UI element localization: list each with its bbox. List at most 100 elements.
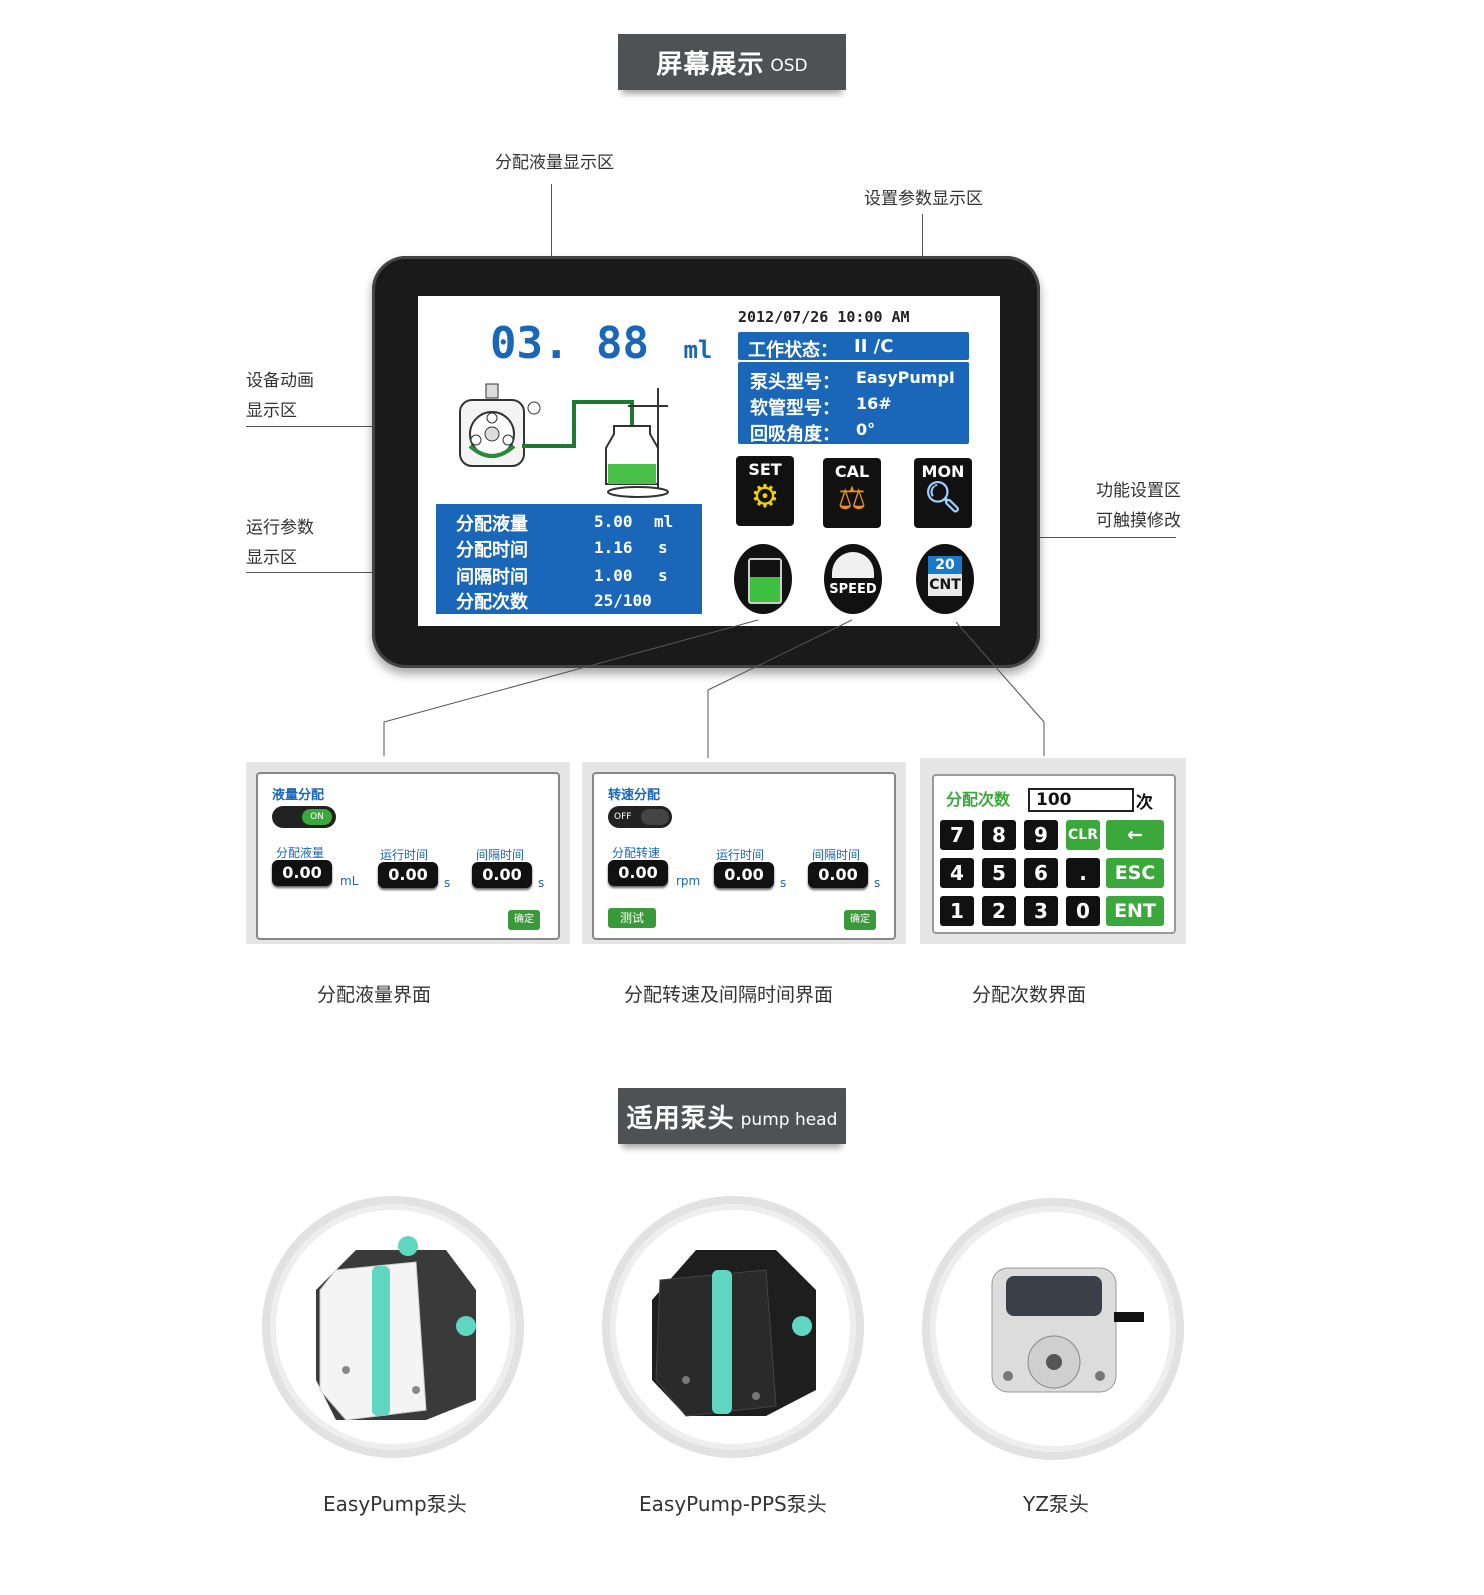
count-input[interactable]: 100 — [1028, 788, 1134, 812]
caption-speed-panel: 分配转速及间隔时间界面 — [624, 984, 834, 1006]
run-param-value: 5.00 — [594, 512, 633, 531]
run-time-label: 运行时间 — [716, 848, 765, 862]
easypump-illustration — [316, 1236, 476, 1421]
speed-panel: 转速分配 OFF 分配转速 运行时间 间隔时间 0.00 0.00 0.00 r… — [582, 762, 906, 944]
datetime: 2012/07/26 10:00 AM — [738, 308, 910, 326]
interval-input[interactable]: 0.00 — [808, 862, 868, 888]
interval-unit: s — [874, 876, 881, 890]
callout-anim-display: 设备动画 显示区 — [246, 366, 314, 426]
pump-easypump-image — [262, 1196, 524, 1458]
run-time-input[interactable]: 0.00 — [714, 862, 774, 888]
callout-func-line2: 可触摸修改 — [1096, 511, 1181, 531]
cal-button[interactable]: CAL ⚖ — [823, 458, 881, 528]
volume-unit: ml — [683, 336, 713, 364]
count-panel-inner: 分配次数 100 次 7 8 9 CLR ← 4 5 6 . ESC 1 2 3… — [932, 774, 1176, 934]
run-time-input[interactable]: 0.00 — [378, 862, 438, 888]
key-6[interactable]: 6 — [1024, 858, 1058, 888]
tube-label: 软管型号： — [750, 398, 840, 419]
speed-button[interactable]: SPEED — [824, 544, 882, 614]
interval-unit: s — [538, 876, 545, 890]
run-params-box: 分配液量 5.00 ml 分配时间 1.16 s 间隔时间 1.00 s 分配次… — [436, 504, 702, 614]
toggle-on-label: ON — [302, 809, 332, 825]
key-7[interactable]: 7 — [940, 820, 974, 850]
run-param-value: 25/100 — [594, 591, 652, 610]
volume-panel-inner: 液量分配 ON 分配液量 运行时间 间隔时间 0.00 0.00 0.00 mL… — [256, 772, 560, 940]
pump-banner-title: 适用泵头 — [626, 1103, 735, 1134]
mon-button[interactable]: MON 🔍︎ — [914, 458, 972, 528]
speed-input[interactable]: 0.00 — [608, 860, 668, 886]
mon-label: MON — [921, 462, 965, 481]
count-top: 20 — [928, 556, 962, 574]
key-4[interactable]: 4 — [940, 858, 974, 888]
beaker-icon — [748, 558, 782, 604]
key-5[interactable]: 5 — [982, 858, 1016, 888]
count-button[interactable]: 20 CNT — [916, 544, 974, 614]
caption-volume-panel: 分配液量界面 — [317, 984, 432, 1006]
volume-toggle[interactable]: ON — [272, 806, 336, 828]
confirm-button[interactable]: 确定 — [844, 910, 876, 930]
status-value: II /C — [854, 336, 894, 357]
callout-volume-display: 分配液量显示区 — [495, 153, 614, 173]
speed-label: SPEED — [829, 582, 877, 597]
key-ent[interactable]: ENT — [1106, 896, 1164, 926]
pump-easypump-pps-name: EasyPump-PPS泵头 — [639, 1492, 827, 1516]
volume-panel-title: 液量分配 — [272, 788, 325, 803]
yz-illustration — [991, 1267, 1144, 1393]
speed-toggle[interactable]: OFF — [608, 806, 672, 828]
key-backspace[interactable]: ← — [1106, 820, 1164, 850]
callout-anim-line1: 设备动画 — [246, 371, 314, 391]
callout-run-display: 运行参数 显示区 — [246, 513, 314, 573]
magnifier-icon: 🔍︎ — [923, 480, 963, 515]
volume-value: 03. 88 — [490, 318, 649, 369]
volume-input[interactable]: 0.00 — [272, 860, 332, 886]
count-label: 分配次数 — [946, 790, 1011, 809]
callout-func-line1: 功能设置区 — [1096, 481, 1181, 501]
callout-line — [246, 572, 444, 573]
callout-param-display: 设置参数显示区 — [864, 189, 983, 209]
volume-panel: 液量分配 ON 分配液量 运行时间 间隔时间 0.00 0.00 0.00 mL… — [246, 762, 570, 944]
status-label: 工作状态： — [748, 340, 838, 361]
run-param-unit: ml — [654, 512, 674, 531]
test-button[interactable]: 测试 — [608, 908, 656, 928]
key-esc[interactable]: ESC — [1106, 858, 1164, 888]
key-3[interactable]: 3 — [1024, 896, 1058, 926]
status-box: 工作状态： II /C — [738, 332, 969, 361]
speed-unit: rpm — [676, 874, 701, 888]
run-param-value: 1.00 — [594, 566, 633, 585]
angle-value: 0° — [856, 420, 876, 439]
key-2[interactable]: 2 — [982, 896, 1016, 926]
set-button[interactable]: SET ⚙ — [736, 456, 794, 526]
speed-panel-title: 转速分配 — [608, 788, 661, 803]
confirm-button[interactable]: 确定 — [508, 910, 540, 930]
callout-line — [246, 426, 436, 427]
pump-yz-name: YZ泵头 — [1023, 1492, 1089, 1516]
key-8[interactable]: 8 — [982, 820, 1016, 850]
callout-run-line2: 显示区 — [246, 548, 297, 568]
run-param-unit: s — [658, 566, 668, 585]
count-panel: 分配次数 100 次 7 8 9 CLR ← 4 5 6 . ESC 1 2 3… — [920, 758, 1186, 944]
tablet-screen: 03. 88 ml 2012/07/26 10:00 AM 工作状态： II /… — [418, 296, 1000, 626]
speed-label: 分配转速 — [612, 846, 661, 860]
key-clr[interactable]: CLR — [1066, 820, 1100, 850]
gear-icon: ⚙ — [750, 477, 780, 515]
run-time-label: 运行时间 — [380, 848, 429, 862]
pump-banner: 适用泵头 pump head — [618, 1088, 846, 1144]
key-dot[interactable]: . — [1066, 858, 1100, 888]
volume-mode-button[interactable] — [734, 544, 792, 614]
key-0[interactable]: 0 — [1066, 896, 1100, 926]
run-param-label: 分配次数 — [456, 592, 528, 613]
key-9[interactable]: 9 — [1024, 820, 1058, 850]
callout-line — [904, 537, 1176, 538]
run-param-label: 分配液量 — [456, 514, 528, 535]
interval-input[interactable]: 0.00 — [472, 862, 532, 888]
key-1[interactable]: 1 — [940, 896, 974, 926]
angle-label: 回吸角度： — [750, 424, 840, 445]
run-time-unit: s — [444, 876, 451, 890]
connector-lines — [383, 619, 1045, 758]
pump-yz-image — [922, 1198, 1184, 1460]
pump-label: 泵头型号： — [750, 372, 840, 393]
run-param-label: 间隔时间 — [456, 567, 528, 588]
param-box: 泵头型号： EasyPumpI 软管型号： 16# 回吸角度： 0° — [738, 362, 969, 445]
toggle-off-label: OFF — [614, 812, 632, 822]
tube-value: 16# — [856, 394, 892, 413]
